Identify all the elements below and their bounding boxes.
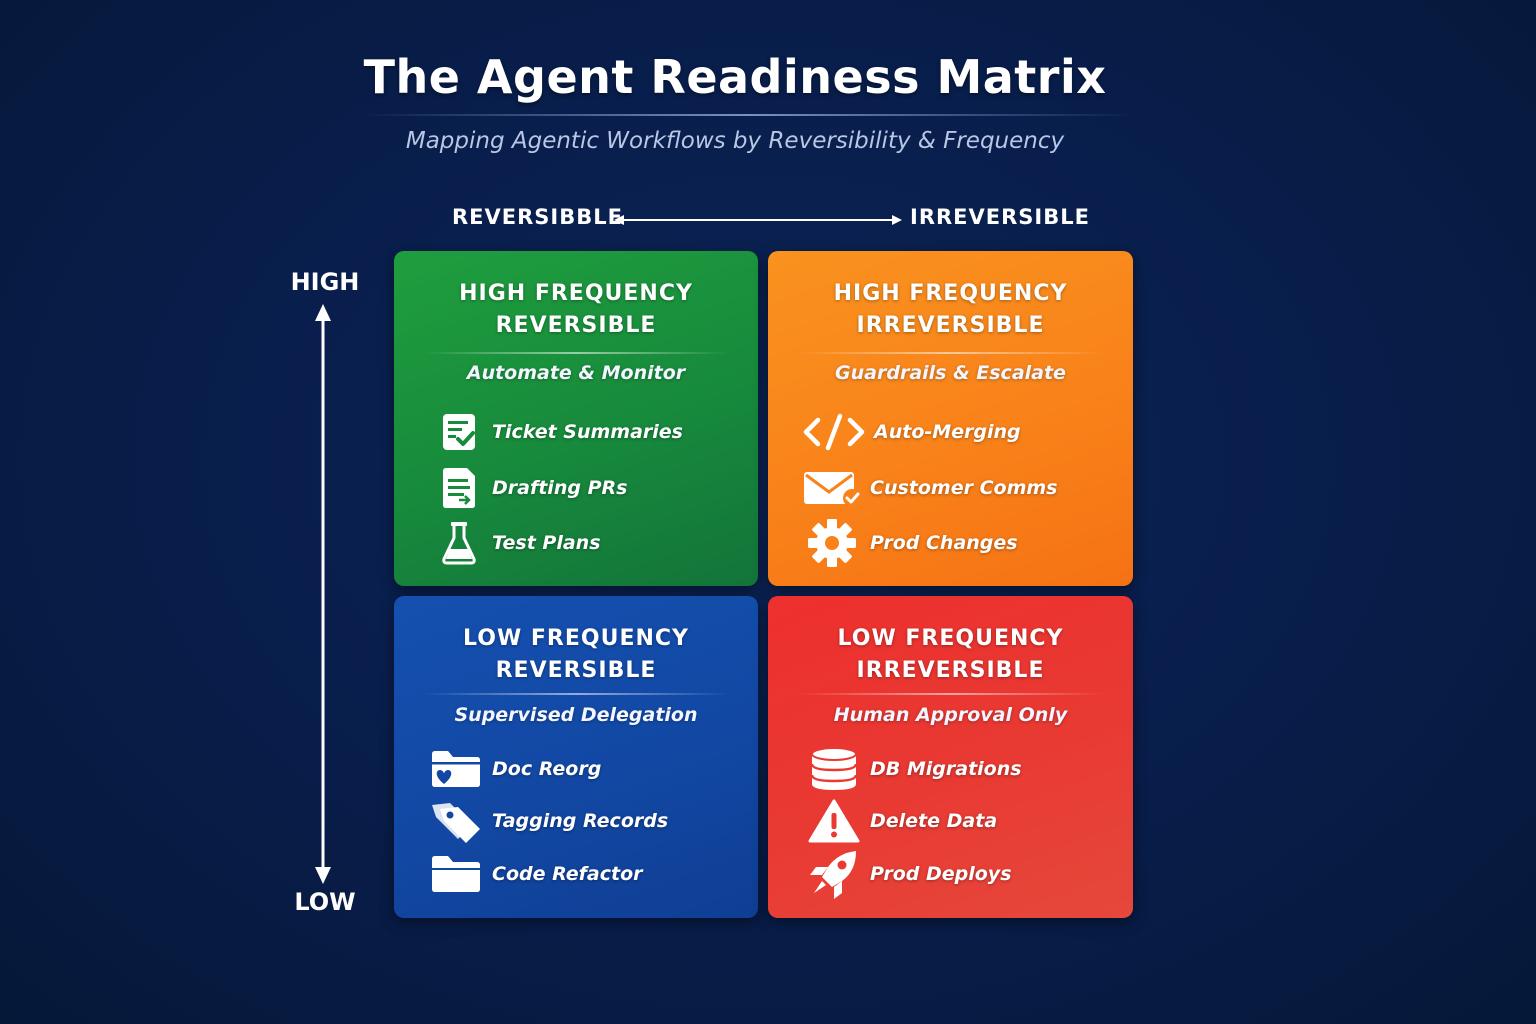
item-label: Customer Comms	[870, 477, 1058, 499]
item-label: Auto-Merging	[874, 421, 1021, 443]
code-icon	[802, 410, 866, 454]
quadrant-title-line1: LOW FREQUENCY	[837, 626, 1064, 651]
workflow-item: Doc Reorg	[428, 747, 601, 791]
item-label: Test Plans	[492, 532, 601, 554]
quadrant-divider	[423, 352, 729, 354]
y-axis-bottom-label: LOW	[294, 888, 356, 916]
workflow-item: Tagging Records	[428, 799, 668, 843]
page-title: The Agent Readiness Matrix	[363, 50, 1107, 104]
flask-icon	[434, 521, 484, 565]
quadrant-subtitle: Human Approval Only	[833, 704, 1068, 726]
quadrant-high-frequency-reversible: HIGH FREQUENCY REVERSIBLE Automate & Mon…	[394, 251, 758, 586]
quadrant-low-frequency-reversible: LOW FREQUENCY REVERSIBLE Supervised Dele…	[394, 596, 758, 918]
workflow-item: Ticket Summaries	[434, 410, 683, 454]
y-axis-top-label: HIGH	[290, 268, 360, 296]
quadrant-title-line2: IRREVERSIBLE	[856, 658, 1045, 683]
warning-icon	[806, 799, 862, 843]
workflow-item: Prod Deploys	[806, 851, 1012, 899]
quadrant-divider	[423, 693, 729, 695]
item-label: Prod Changes	[870, 532, 1018, 554]
item-label: Prod Deploys	[870, 863, 1012, 885]
page-subtitle: Mapping Agentic Workflows by Reversibili…	[405, 128, 1065, 154]
quadrant-title-line1: LOW FREQUENCY	[463, 626, 689, 651]
quadrant-subtitle: Supervised Delegation	[454, 704, 698, 726]
item-label: Code Refactor	[492, 863, 643, 885]
item-label: DB Migrations	[870, 758, 1022, 780]
item-label: Ticket Summaries	[492, 421, 683, 443]
item-label: Delete Data	[870, 810, 998, 832]
document-icon	[434, 466, 484, 510]
quadrant-low-frequency-irreversible: LOW FREQUENCY IRREVERSIBLE Human Approva…	[768, 596, 1133, 918]
workflow-item: Delete Data	[806, 799, 997, 843]
folder-heart-icon	[428, 747, 484, 791]
checklist-icon	[434, 410, 484, 454]
workflow-item: Customer Comms	[802, 466, 1058, 510]
gear-icon	[802, 519, 862, 567]
database-icon	[806, 747, 862, 791]
item-label: Doc Reorg	[492, 758, 602, 780]
workflow-item: Code Refactor	[428, 852, 643, 896]
workflow-item: Prod Changes	[802, 519, 1018, 567]
workflow-item: Test Plans	[434, 521, 601, 565]
envelope-icon	[802, 466, 862, 510]
quadrant-title-line1: HIGH FREQUENCY	[459, 281, 693, 306]
quadrant-subtitle: Guardrails & Escalate	[835, 362, 1066, 384]
quadrant-divider	[797, 352, 1104, 354]
quadrant-title-line2: REVERSIBLE	[495, 313, 657, 338]
quadrant-subtitle: Automate & Monitor	[466, 362, 686, 384]
y-axis-arrow	[315, 304, 331, 884]
quadrant-title-line2: REVERSIBLE	[495, 658, 657, 683]
rocket-icon	[806, 851, 862, 899]
quadrant-high-frequency-irreversible: HIGH FREQUENCY IRREVERSIBLE Guardrails &…	[768, 251, 1133, 586]
item-label: Drafting PRs	[492, 477, 628, 499]
folder-icon	[428, 852, 484, 896]
workflow-item: DB Migrations	[806, 747, 1022, 791]
workflow-item: Auto-Merging	[802, 410, 1021, 454]
x-axis-right-label: IRREVERSIBLE	[910, 205, 1090, 229]
quadrant-title-line1: HIGH FREQUENCY	[833, 281, 1068, 306]
x-axis-arrow	[614, 215, 902, 225]
item-label: Tagging Records	[492, 810, 669, 832]
workflow-item: Drafting PRs	[434, 466, 627, 510]
title-divider	[360, 114, 1136, 116]
tag-icon	[428, 799, 484, 843]
x-axis-left-label: REVERSIBBLE	[452, 205, 623, 229]
quadrant-divider	[797, 693, 1104, 695]
quadrant-title-line2: IRREVERSIBLE	[856, 313, 1045, 338]
